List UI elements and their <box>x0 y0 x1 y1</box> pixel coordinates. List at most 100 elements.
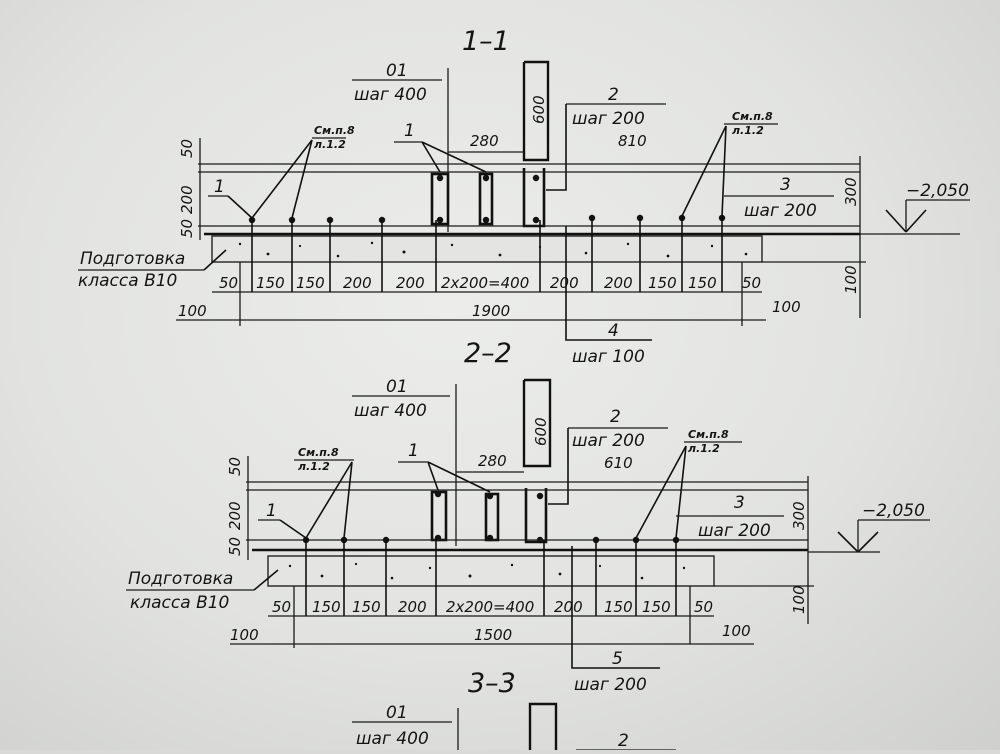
mark-01-label: 01 <box>386 377 408 397</box>
column-stub <box>522 378 552 468</box>
dim-left: 50 <box>178 219 196 238</box>
dim-total: 1900 <box>472 302 510 320</box>
rebar-dot <box>482 216 490 224</box>
leader-line <box>291 139 313 219</box>
leader-line <box>203 249 227 271</box>
level-value: −2,050 <box>906 181 969 201</box>
ref-label: л.1.2 <box>314 138 346 151</box>
dim-label: 50 <box>272 598 291 616</box>
dim-left: 50 <box>178 139 196 158</box>
dim-280: 280 <box>470 132 499 150</box>
leader-line <box>546 104 567 191</box>
dim-280: 280 <box>478 452 507 470</box>
rebar-dot <box>532 174 540 182</box>
mark-01-step: шаг 400 <box>354 85 427 105</box>
dim-label: 200 <box>343 274 372 292</box>
mark-1-label: 1 <box>404 121 415 141</box>
leader-line <box>681 125 727 217</box>
dim-label: 200 <box>398 598 427 616</box>
mark-1-left: 1 <box>266 501 277 521</box>
ref-label: л.1.2 <box>732 124 764 137</box>
prep-class: класса B10 <box>130 593 229 613</box>
dim-left: 50 <box>226 537 244 556</box>
column-stub <box>528 702 558 750</box>
dim-total: 1500 <box>474 626 512 644</box>
column-stub <box>522 60 550 162</box>
mark-3-label: 3 <box>734 493 745 513</box>
ref-label: л.1.2 <box>298 460 330 473</box>
dim-100: 100 <box>790 585 808 614</box>
concrete-hatch <box>288 562 686 580</box>
leader-line <box>571 546 660 669</box>
dim-label: 150 <box>648 274 677 292</box>
dim-label: 50 <box>219 274 238 292</box>
leader-line <box>675 445 687 539</box>
dim-label: 200 <box>604 274 633 292</box>
dim-label: 150 <box>642 598 671 616</box>
section-title: 3–3 <box>468 668 516 699</box>
section-title: 2–2 <box>464 338 512 369</box>
dim-label: 2x200=400 <box>446 598 534 616</box>
mark-2-label: 2 <box>610 407 621 427</box>
dim-label: 50 <box>694 598 713 616</box>
concrete-preparation <box>211 235 763 263</box>
section-title: 1–1 <box>462 26 510 57</box>
dim-label: 150 <box>688 274 717 292</box>
section-2-2: 2–2 01 шаг 400 600 2 шаг 200 610 1 280 <box>126 338 930 695</box>
mark-01-step: шаг 400 <box>354 401 427 421</box>
mark-01-label: 01 <box>386 703 408 723</box>
dim-600: 600 <box>530 95 548 124</box>
mark-01-step: шаг 400 <box>356 729 429 749</box>
dim-label: 200 <box>554 598 583 616</box>
mark-3-label: 3 <box>780 175 791 195</box>
bottom-rebar-row <box>302 536 680 616</box>
leader-line <box>427 461 439 491</box>
column-bar <box>524 488 548 544</box>
dim-100-left: 100 <box>178 302 207 320</box>
dim-100-right: 100 <box>772 298 801 316</box>
mark-1-label: 1 <box>408 441 419 461</box>
dim-left: 50 <box>226 457 244 476</box>
stirrup-bar <box>478 172 494 226</box>
leader-line <box>427 461 491 493</box>
level-marker <box>860 199 970 235</box>
rebar-dot <box>436 216 444 224</box>
prep-label: Подготовка <box>80 249 185 269</box>
rebar-dot <box>532 216 540 224</box>
leader-line <box>251 139 313 219</box>
prep-label: Подготовка <box>128 569 233 589</box>
leader-line <box>421 141 487 173</box>
dim-left: 200 <box>178 185 196 214</box>
prep-class: класса B10 <box>78 271 177 291</box>
dim-100: 100 <box>842 265 860 294</box>
ref-label: См.п.8 <box>732 110 773 123</box>
concrete-preparation <box>267 555 715 587</box>
section-1-1: 1–1 01 шаг 400 600 2 шаг 200 810 1 280 <box>78 26 970 367</box>
leader-line <box>565 226 652 341</box>
bottom-dims: 50 150 150 200 200 2x200=400 200 200 150… <box>219 274 761 292</box>
dim-300: 300 <box>842 177 860 206</box>
mark-2-step: шаг 200 <box>572 109 645 129</box>
mark-2-label: 2 <box>618 731 629 750</box>
level-marker <box>808 519 930 553</box>
rebar-dot <box>436 174 444 182</box>
dim-label: 150 <box>352 598 381 616</box>
dim-label: 150 <box>296 274 325 292</box>
leader-line <box>227 195 253 219</box>
mark-2-length: 810 <box>618 132 647 150</box>
leader-line <box>721 125 727 217</box>
mark-bottom-label: 4 <box>608 321 619 341</box>
mark-2-label: 2 <box>608 85 619 105</box>
stirrup-bar <box>430 490 448 542</box>
leader-line <box>548 428 569 505</box>
dim-left: 200 <box>226 501 244 530</box>
mark-3-step: шаг 200 <box>744 201 817 221</box>
mark-1-left: 1 <box>214 177 225 197</box>
dim-label: 150 <box>256 274 285 292</box>
dim-label: 200 <box>396 274 425 292</box>
leader-line <box>635 445 687 539</box>
dim-100-left: 100 <box>230 626 259 644</box>
leader-line <box>343 461 353 539</box>
dim-100-right: 100 <box>722 622 751 640</box>
